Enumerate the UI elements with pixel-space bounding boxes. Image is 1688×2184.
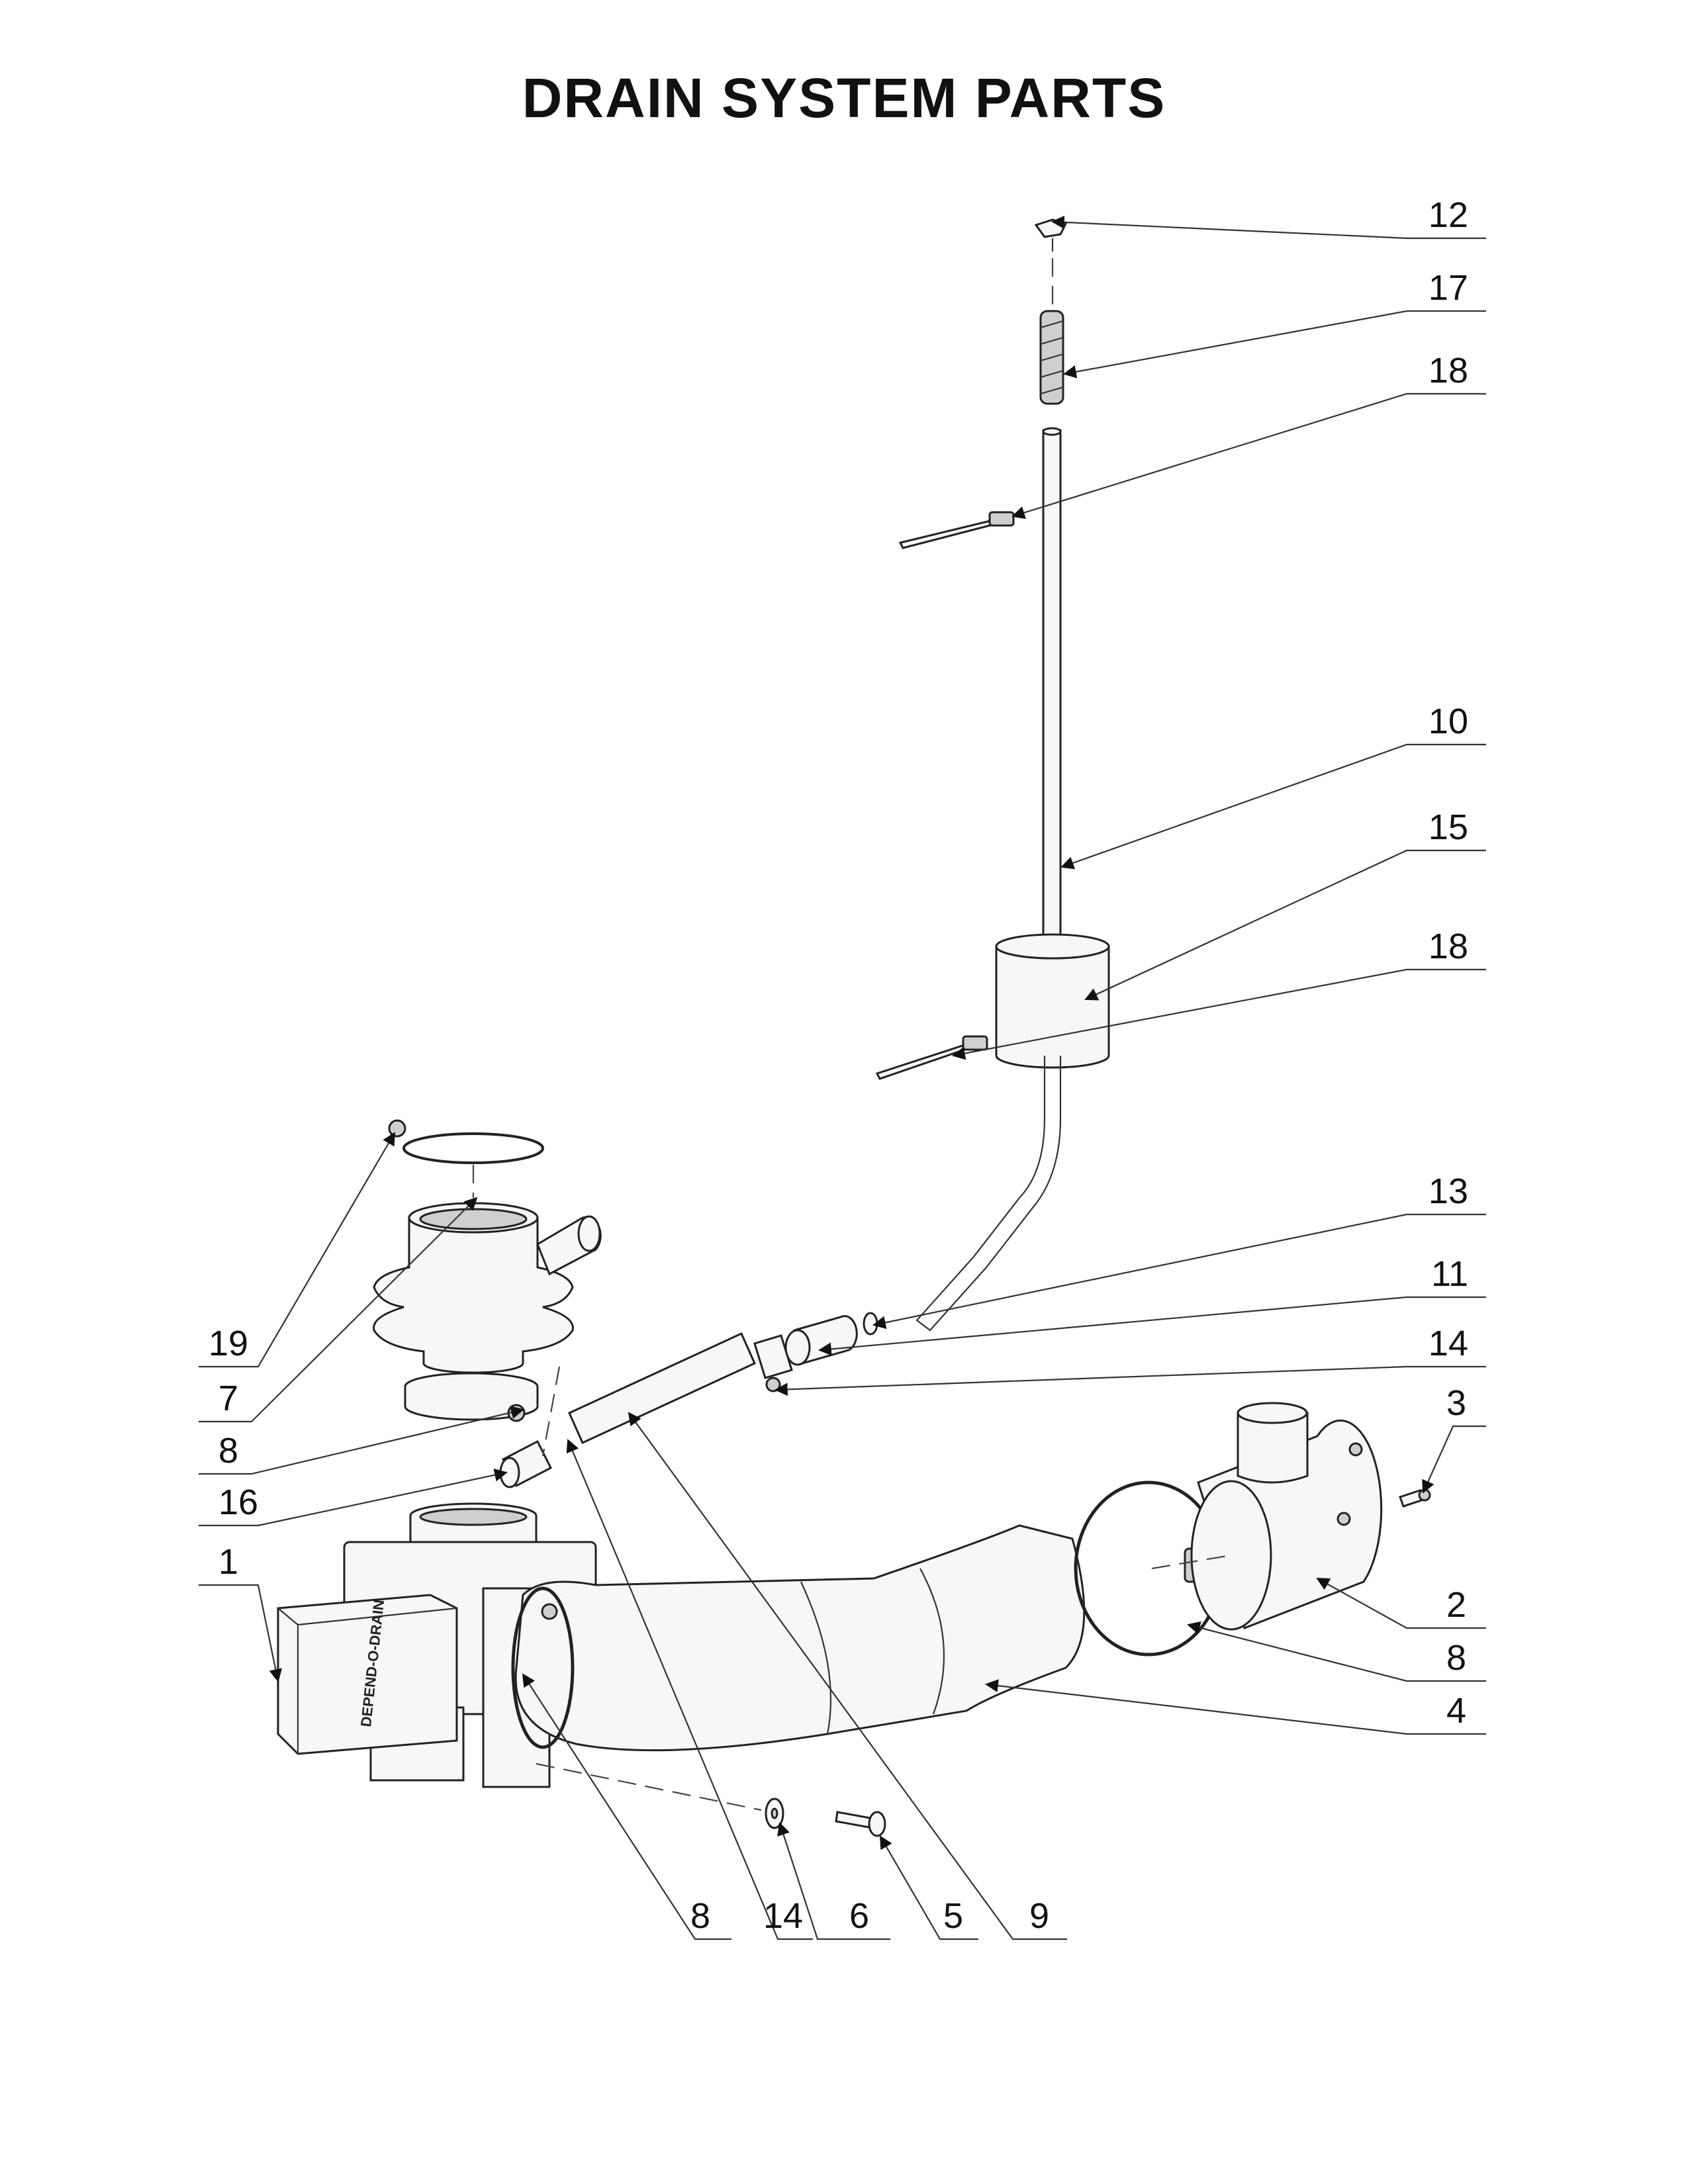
callout-16: 16	[218, 1482, 258, 1522]
callout-8-right: 8	[1446, 1638, 1466, 1678]
callout-18-upper: 18	[1429, 351, 1468, 390]
part-19-band-clamp	[388, 1119, 544, 1164]
part-8-clamp-hose	[511, 1586, 575, 1749]
part-4-main-hose	[514, 1524, 1086, 1752]
callout-4: 4	[1446, 1691, 1466, 1731]
leader-lines	[199, 215, 1486, 1940]
callout-14-upper: 14	[1429, 1324, 1468, 1363]
callout-13: 13	[1429, 1171, 1468, 1211]
part-18-lower-tie	[875, 1035, 988, 1080]
callout-6: 6	[849, 1896, 869, 1936]
callout-3: 3	[1446, 1383, 1466, 1423]
part-16-sleeve	[499, 1439, 553, 1488]
part-9-hose	[568, 1332, 756, 1444]
part-12-clip	[1034, 218, 1068, 251]
part-13-ring	[863, 1312, 878, 1336]
part-3-screw	[1399, 1488, 1431, 1508]
part-8-clamp-left	[404, 1372, 539, 1422]
callout-10: 10	[1429, 702, 1468, 741]
part-18-upper-tie	[898, 511, 1015, 549]
part-17-sleeve	[1039, 310, 1064, 405]
part-11-coupling	[784, 1315, 858, 1366]
callout-15: 15	[1429, 807, 1468, 847]
part-6-washer	[765, 1797, 784, 1829]
page-title: DRAIN SYSTEM PARTS	[522, 67, 1166, 129]
callout-14-bottom: 14	[763, 1896, 803, 1936]
part-2-outlet-housing	[1190, 1402, 1383, 1631]
callout-2: 2	[1446, 1585, 1466, 1625]
part-5-bolt	[835, 1811, 886, 1837]
part-10-tube	[1042, 427, 1062, 948]
part-1-drain-valve: DEPEND-O-DRAIN	[277, 1502, 597, 1788]
callout-8-left: 8	[218, 1431, 238, 1471]
callout-18-lower: 18	[1429, 927, 1468, 966]
callout-8-bottom: 8	[690, 1896, 710, 1936]
callout-9: 9	[1029, 1896, 1049, 1936]
part-15-weight	[915, 933, 1110, 1332]
part-7-bellows	[373, 1202, 602, 1374]
callout-19: 19	[209, 1324, 248, 1363]
callout-labels: 12 17 18 10 15 18 13 11 14 3 2 8 4 19 7 …	[209, 195, 1468, 1936]
callout-7: 7	[218, 1379, 238, 1418]
callout-12: 12	[1429, 195, 1468, 235]
callout-1: 1	[218, 1542, 238, 1582]
callout-11: 11	[1431, 1254, 1468, 1294]
callout-17: 17	[1429, 268, 1468, 308]
callout-5: 5	[943, 1896, 963, 1936]
